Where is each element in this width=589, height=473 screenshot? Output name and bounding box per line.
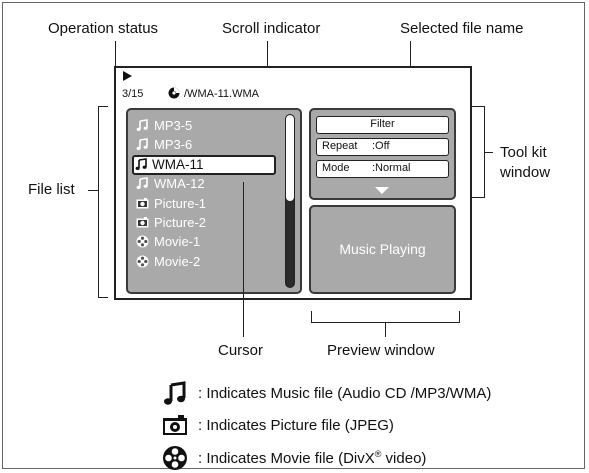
camera-icon: [163, 415, 187, 435]
repeat-value: :Off: [372, 140, 390, 152]
legend-movie-text: : Indicates Movie file (DivX® video): [198, 449, 426, 467]
file-list-item[interactable]: Movie-1: [134, 233, 279, 251]
callout-operation-status: Operation status: [48, 20, 159, 37]
file-list-item[interactable]: MP3-5: [134, 117, 279, 135]
callout-file-list: File list: [28, 181, 75, 198]
mode-label: Mode: [322, 162, 350, 174]
file-list-item[interactable]: WMA-12: [134, 175, 279, 193]
disc-icon: [168, 87, 180, 99]
file-name: WMA-11: [152, 156, 204, 172]
film-reel-icon: [136, 255, 149, 268]
mode-setting[interactable]: Mode :Normal: [316, 160, 449, 178]
callout-selected-file-name: Selected file name: [400, 20, 524, 37]
callout-tool-kit-window: window: [500, 164, 551, 181]
toolkit-bracket-stub: [484, 152, 493, 153]
legend-movie-text-c: video): [381, 450, 427, 467]
file-list-bracket-bottom: [98, 297, 108, 298]
camera-icon: [136, 197, 149, 210]
callout-scroll-indicator: Scroll indicator: [222, 20, 321, 37]
scroll-thumb[interactable]: [286, 115, 294, 201]
file-name: Picture-2: [154, 215, 207, 230]
music-note-icon: [136, 138, 149, 151]
callout-tool-kit: Tool kit: [500, 144, 547, 161]
file-name: Picture-1: [154, 195, 207, 211]
callout-cursor: Cursor: [218, 342, 264, 359]
file-name: Movie-1: [154, 234, 201, 250]
film-reel-icon: [136, 235, 149, 248]
mode-value: :Normal: [372, 162, 411, 174]
file-list-item-selected[interactable]: WMA-11: [132, 154, 276, 175]
file-list-bracket-v: [98, 106, 99, 298]
film-reel-icon: [163, 446, 187, 470]
file-list-bracket-stub: [88, 190, 98, 191]
legend-music-text: : Indicates Music file (Audio CD /MP3/WM…: [198, 385, 492, 402]
repeat-label: Repeat: [322, 140, 358, 152]
file-list-item[interactable]: Picture-1: [134, 195, 279, 213]
legend-movie-text-b: (DivX: [338, 450, 375, 467]
music-note-icon: [135, 157, 148, 171]
scroll-indicator[interactable]: [285, 114, 295, 288]
filter-button[interactable]: Filter: [316, 116, 449, 134]
music-note-icon: [164, 381, 186, 405]
legend-movie-text-a: : Indicates Movie file: [198, 450, 334, 467]
file-list-item[interactable]: Picture-2: [134, 214, 279, 232]
camera-icon: [136, 216, 149, 229]
preview-bracket-right: [459, 311, 460, 323]
repeat-setting[interactable]: Repeat :Off: [316, 138, 449, 156]
preview-bracket-stub: [385, 322, 386, 337]
leader-operation-status: [115, 41, 116, 71]
file-list-item[interactable]: MP3-6: [134, 136, 279, 154]
music-note-icon: [136, 119, 149, 132]
music-note-icon: [136, 177, 149, 190]
preview-window: Music Playing: [309, 205, 456, 294]
diagram-frame: [2, 2, 585, 469]
legend-picture-text: : Indicates Picture file (JPEG): [198, 417, 394, 434]
file-list-bracket-top: [98, 106, 108, 107]
file-name: MP3-5: [154, 118, 193, 133]
preview-bracket-left: [311, 311, 312, 323]
callout-preview-window: Preview window: [327, 342, 435, 359]
file-name: Movie-2: [154, 253, 201, 269]
registered-mark: ®: [374, 449, 382, 459]
play-icon: [123, 71, 132, 81]
file-name: WMA-12: [154, 176, 205, 192]
tool-kit-window: Filter Repeat :Off Mode :Normal: [309, 108, 456, 200]
more-down-arrow-icon[interactable]: [375, 187, 389, 194]
file-list-item[interactable]: Movie-2: [134, 253, 279, 271]
track-counter: 3/15: [122, 88, 144, 100]
cursor-leader: [243, 182, 244, 337]
toolkit-bracket-top: [472, 106, 484, 107]
file-name: MP3-6: [154, 137, 193, 153]
toolkit-bracket-bottom: [472, 197, 484, 198]
selected-file-path: /WMA-11.WMA: [184, 88, 259, 100]
